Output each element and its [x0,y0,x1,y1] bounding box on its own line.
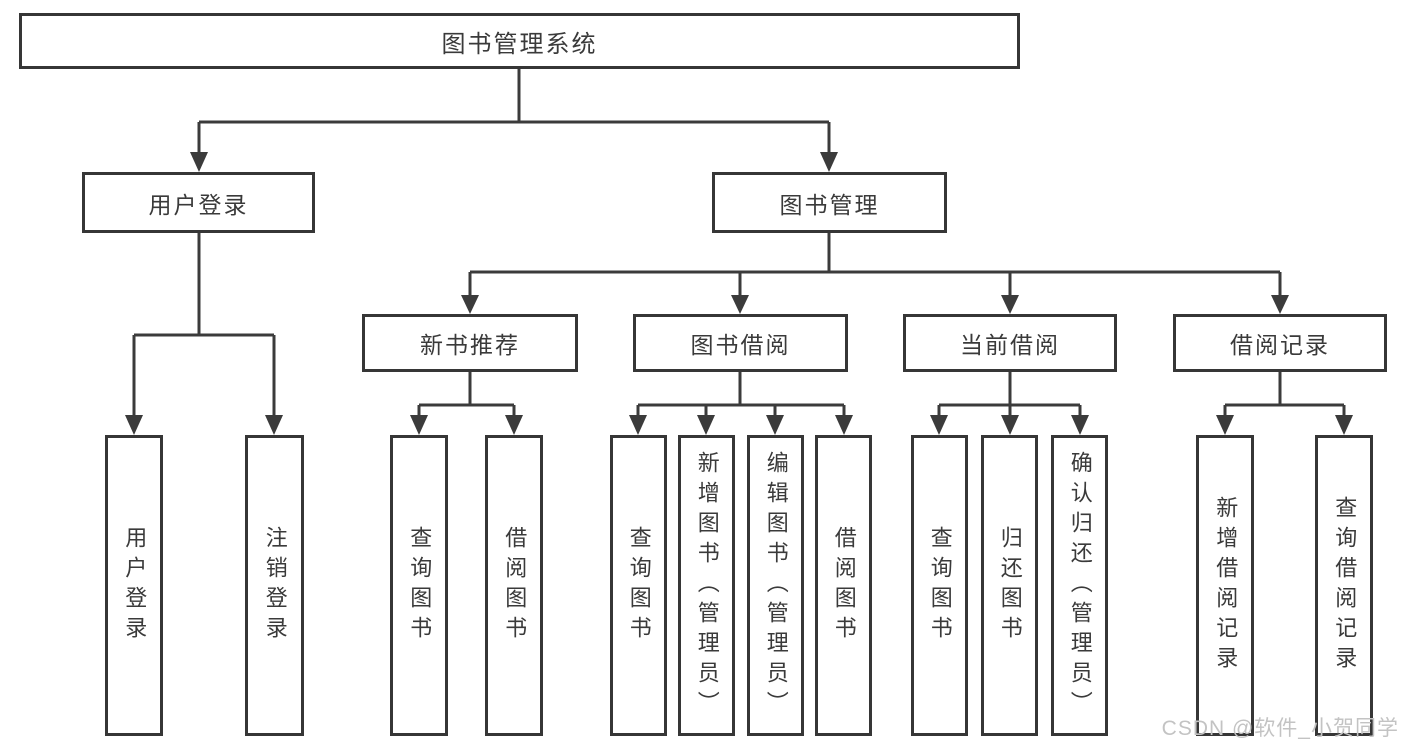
leaf-logout: 注销登录 [245,435,304,736]
connector-user-login [132,232,276,416]
arrow-icon [1071,415,1089,435]
arrow-icon [930,415,948,435]
arrow-icon [1271,295,1289,314]
arrow-icon [505,415,523,435]
node-label: 确认归还（管理员） [1067,450,1093,721]
arrow-icon [125,415,143,435]
arrow-icon [820,152,838,172]
connector-borrow-records [1223,372,1346,416]
arrow-icon [835,415,853,435]
arrow-icon [265,415,283,435]
node-label: 查询图书 [626,525,652,646]
node-user-login: 用户登录 [82,172,315,233]
node-label: 新书推荐 [420,332,520,358]
leaf-return-book: 归还图书 [981,435,1038,736]
node-label: 借阅图书 [502,525,528,646]
node-current-borrow: 当前借阅 [903,314,1117,372]
arrow-icon [1216,415,1234,435]
arrow-icon [410,415,428,435]
connector-book-management [468,232,1282,296]
node-label: 当前借阅 [960,332,1060,358]
node-root: 图书管理系统 [19,13,1020,69]
node-label: 图书管理 [779,191,880,218]
node-label: 图书管理系统 [441,30,598,58]
leaf-borrow-books-borrow: 借阅图书 [815,435,872,736]
arrow-icon [1001,415,1019,435]
arrow-icon [1001,295,1019,314]
node-borrow-records: 借阅记录 [1173,314,1387,372]
leaf-query-books-borrow: 查询图书 [610,435,667,736]
arrow-icon [697,415,715,435]
node-label: 新增借阅记录 [1213,495,1239,676]
node-book-borrow: 图书借阅 [633,314,848,372]
node-label: 查询图书 [927,525,953,646]
leaf-query-books-newrec: 查询图书 [390,435,448,736]
leaf-add-book-admin: 新增图书（管理员） [678,435,735,736]
leaf-query-books-current: 查询图书 [911,435,968,736]
arrow-icon [461,295,479,314]
leaf-add-borrow-record: 新增借阅记录 [1196,435,1254,736]
node-label: 新增图书（管理员） [694,450,720,721]
connector-root [197,69,831,153]
node-label: 借阅记录 [1230,332,1330,358]
arrow-icon [766,415,784,435]
node-label: 借阅图书 [831,525,857,646]
connector-new-book [417,372,516,416]
watermark: CSDN @软件_小贺同学 [1161,717,1399,740]
leaf-edit-book-admin: 编辑图书（管理员） [747,435,804,736]
node-label: 注销登录 [262,525,288,646]
arrow-icon [629,415,647,435]
leaf-confirm-return-admin: 确认归还（管理员） [1051,435,1108,736]
node-label: 图书借阅 [690,332,791,358]
node-label: 编辑图书（管理员） [763,450,789,721]
node-label: 用户登录 [122,525,148,646]
leaf-user-login: 用户登录 [105,435,163,736]
arrowheads [125,152,1353,435]
node-new-book-recommend: 新书推荐 [362,314,578,372]
leaf-borrow-books-newrec: 借阅图书 [485,435,543,736]
node-label: 用户登录 [148,191,249,218]
node-label: 归还图书 [997,525,1023,646]
arrow-icon [1335,415,1353,435]
node-book-management: 图书管理 [712,172,947,233]
connector-book-borrow [636,372,846,416]
leaf-query-borrow-record: 查询借阅记录 [1315,435,1373,736]
arrow-icon [190,152,208,172]
node-label: 查询借阅记录 [1332,495,1358,676]
node-label: 查询图书 [407,525,433,646]
arrow-icon [731,295,749,314]
